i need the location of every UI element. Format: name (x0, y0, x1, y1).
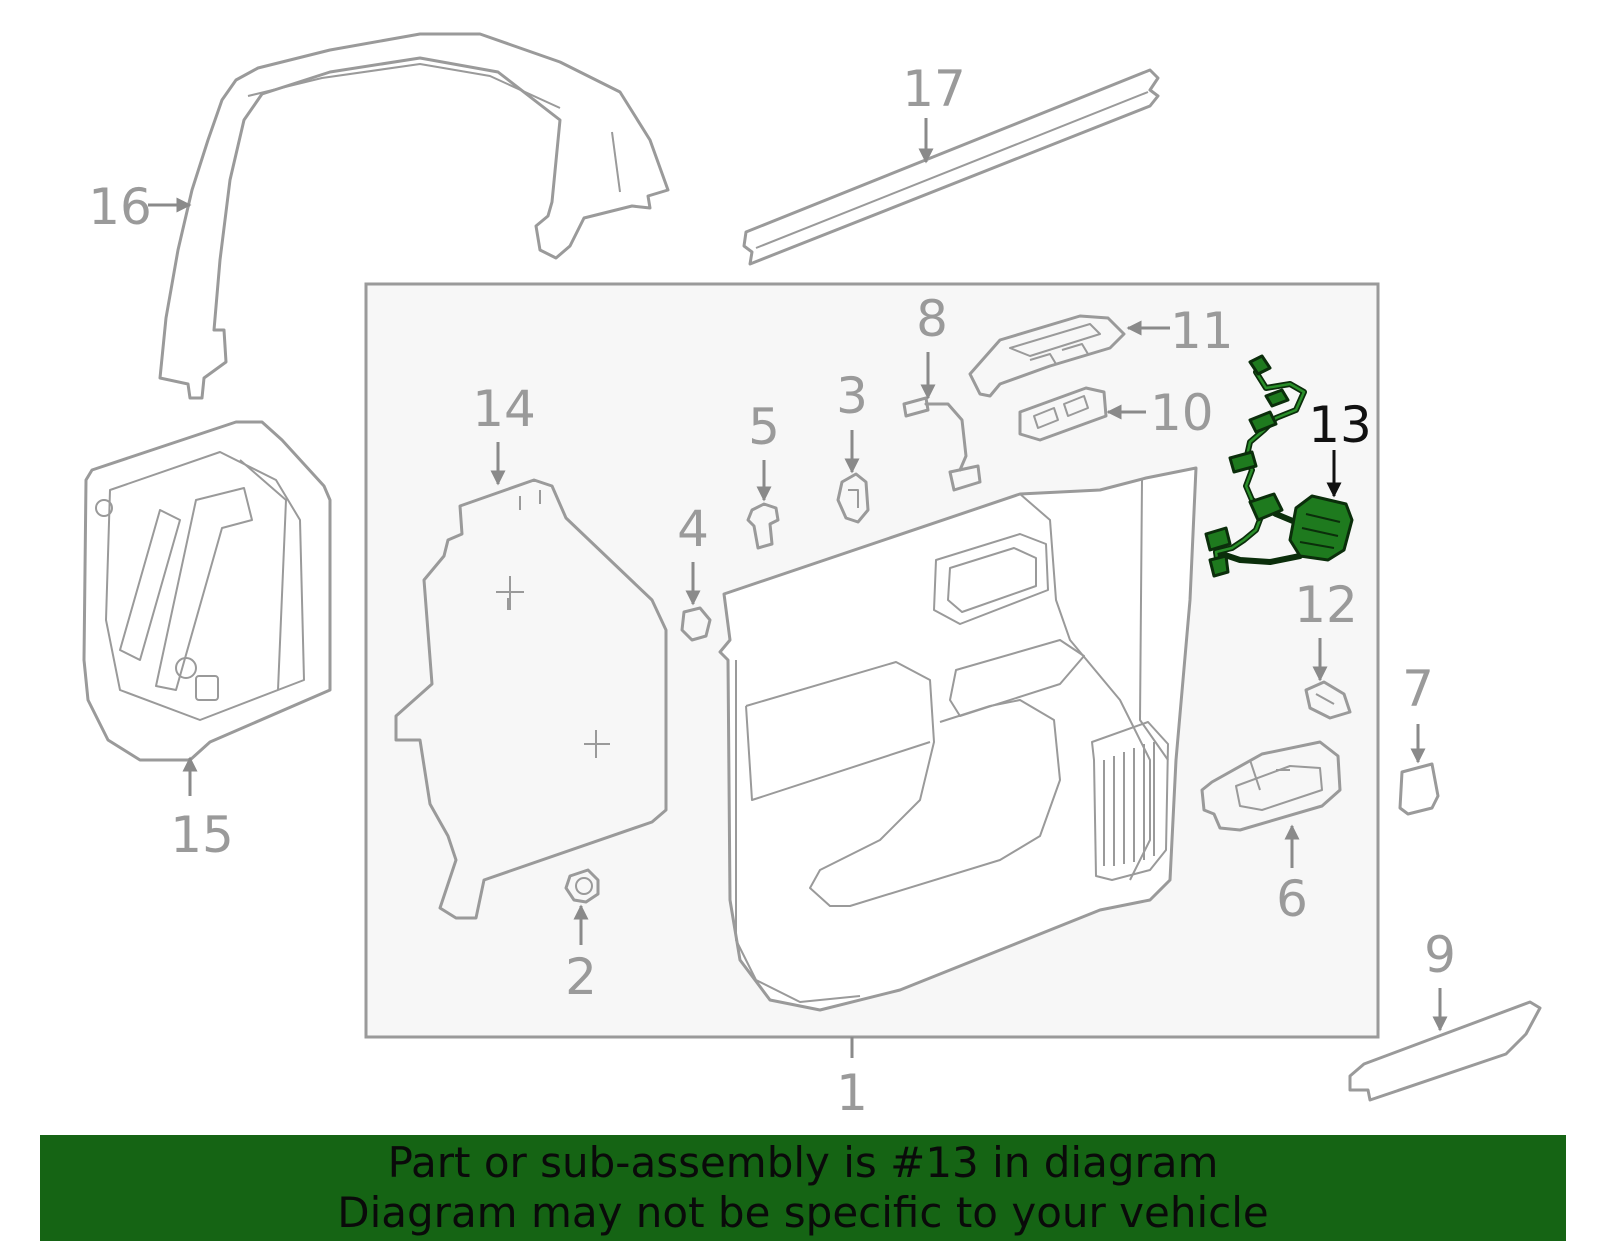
callout-13: 13 (1308, 396, 1372, 454)
footer-line-1: Part or sub-assembly is #13 in diagram (387, 1138, 1219, 1187)
part-13-wiring-harness (1204, 354, 1354, 578)
part-14-deflector (394, 478, 668, 920)
part-3-retainer (836, 472, 870, 524)
part-10-window-switch (1018, 386, 1108, 442)
part-8-lead (902, 396, 982, 492)
part-11-switch-bezel (968, 314, 1126, 398)
part-7-cap (1398, 762, 1440, 816)
part-5-push-pin (746, 502, 780, 550)
callout-8: 8 (916, 290, 948, 348)
part-1-door-trim-panel (718, 466, 1198, 1012)
callout-11: 11 (1170, 302, 1234, 360)
callout-14: 14 (472, 380, 536, 438)
callout-9: 9 (1424, 926, 1456, 984)
part-6-inside-handle (1200, 740, 1342, 832)
callout-17: 17 (902, 60, 966, 118)
part-4-nut (680, 606, 712, 642)
part-16-upper-frame (158, 32, 670, 400)
callout-5: 5 (748, 398, 780, 456)
footer-line-2: Diagram may not be specific to your vehi… (337, 1188, 1269, 1237)
callout-15: 15 (170, 806, 234, 864)
callout-4: 4 (677, 500, 709, 558)
part-12-clip (1304, 680, 1352, 720)
callout-1: 1 (836, 1064, 868, 1122)
part-2-clip (564, 868, 600, 904)
part-15-door-module (82, 420, 332, 762)
callout-16: 16 (88, 178, 152, 236)
callout-6: 6 (1276, 870, 1308, 928)
part-9-lower-molding (1348, 1000, 1542, 1102)
callout-10: 10 (1150, 384, 1214, 442)
callout-12: 12 (1294, 576, 1358, 634)
callout-2: 2 (565, 948, 597, 1006)
footer-banner: Part or sub-assembly is #13 in diagram D… (40, 1135, 1566, 1241)
callout-7: 7 (1402, 660, 1434, 718)
callout-3: 3 (836, 367, 868, 425)
part-17-belt-molding (742, 68, 1160, 266)
